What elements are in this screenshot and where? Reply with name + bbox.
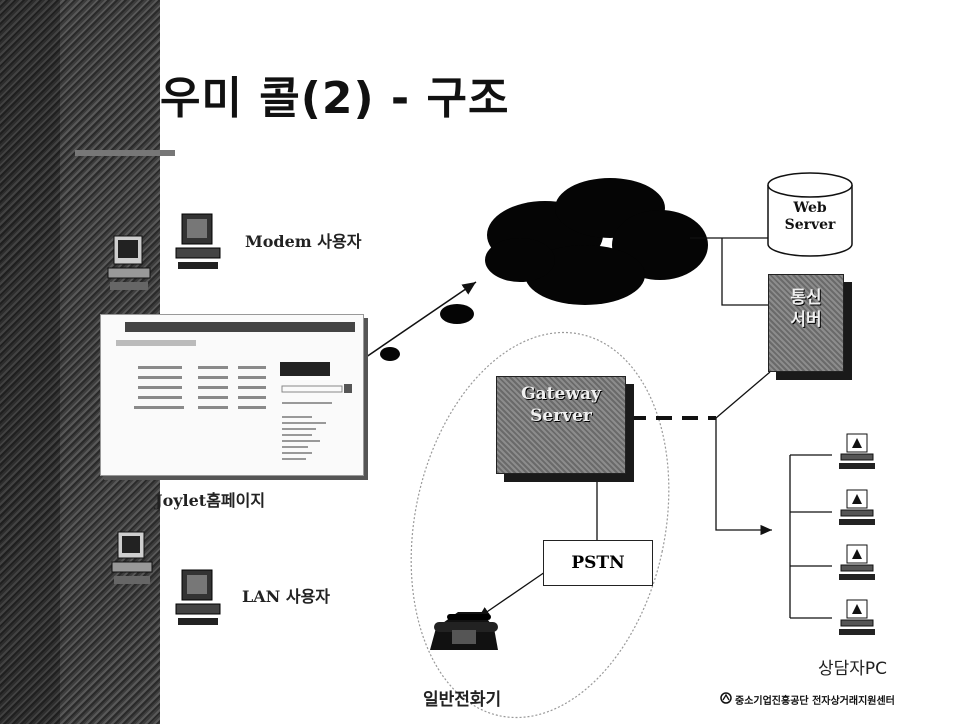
left-decorative-shade	[0, 0, 60, 724]
pstn-phone-arrow	[477, 571, 546, 619]
footer-organization: 중소기업진흥공단 전자상거래지원센터	[735, 696, 895, 707]
organization-logo-icon	[720, 692, 732, 704]
agent-pc-label: 상담자PC	[818, 659, 888, 679]
comm-server-box: 통신 서버	[768, 274, 844, 372]
modem-user-computer-icon	[175, 213, 221, 269]
junction-agents-line	[715, 418, 772, 536]
connection-dot	[380, 347, 400, 361]
telephone-icon	[430, 612, 498, 650]
web-server-label-line-2: Server	[784, 217, 836, 233]
gateway-server-box: Gateway Server	[496, 376, 626, 474]
internet-commserver-line	[721, 238, 770, 306]
internet-cloud-icon	[485, 178, 708, 305]
lan-user-label: LAN 사용자	[242, 587, 331, 606]
gateway-server-label-line-1: Gateway	[521, 384, 601, 404]
agent-pc-icon	[839, 599, 875, 635]
agent-pc-icon	[839, 544, 875, 580]
left-pc-icon	[107, 235, 151, 290]
homepage-screenshot-header	[125, 322, 355, 332]
homepage-screenshot-content	[116, 340, 352, 460]
comm-server-label-line-2: 서버	[790, 310, 822, 330]
web-server-label: Web Server	[772, 200, 848, 234]
modem-user-label: Modem 사용자	[245, 232, 362, 251]
comm-server-label-line-1: 통신	[790, 288, 822, 308]
agent-pc-icon	[839, 433, 875, 469]
commserver-junction-line	[715, 371, 771, 419]
web-server-label-line-1: Web	[793, 200, 827, 216]
phone-label: 일반전화기	[423, 690, 502, 710]
pstn-domain-ellipse	[410, 331, 670, 719]
web-server-cylinder	[767, 172, 853, 257]
connection-dot	[440, 304, 474, 324]
lan-user-computer-icon	[175, 569, 221, 625]
slide-title: 우미 콜(2) - 구조	[160, 73, 510, 124]
gateway-server-label-line-2: Server	[530, 406, 592, 426]
homepage-to-internet-arrow	[349, 281, 477, 369]
left-pc-icon-2	[111, 531, 153, 584]
homepage-label: Joylet홈페이지	[155, 491, 266, 510]
agent-pc-icon	[839, 489, 875, 525]
pstn-box: PSTN	[543, 540, 653, 586]
title-underline	[75, 150, 175, 156]
